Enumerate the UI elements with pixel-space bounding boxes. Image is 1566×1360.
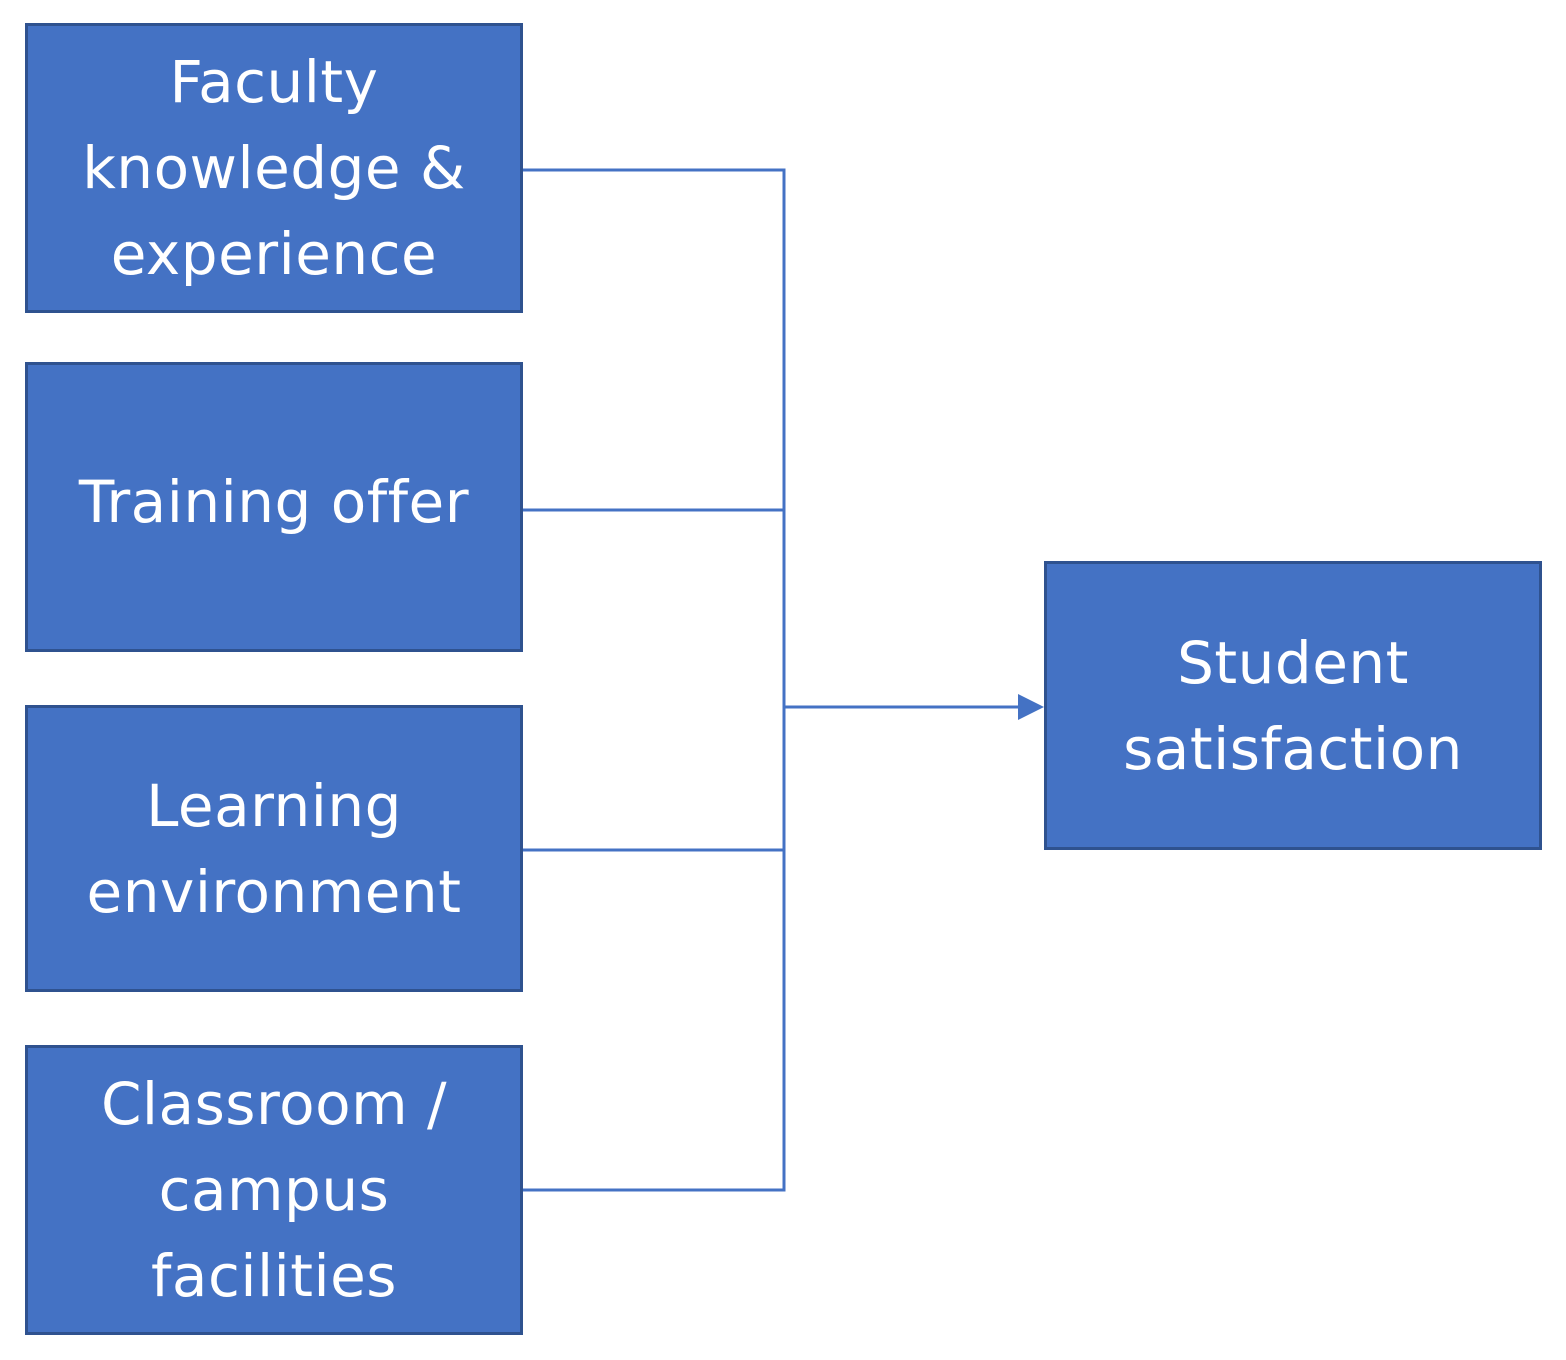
box-training-offer: Training offer bbox=[25, 362, 523, 652]
box-label-line: knowledge & bbox=[82, 134, 466, 202]
box-faculty-knowledge-experience: Faculty knowledge & experience bbox=[25, 23, 523, 313]
box-label-line: Student bbox=[1177, 628, 1409, 697]
box-learning-environment: Learning environment bbox=[25, 705, 523, 992]
box-classroom-campus-facilities: Classroom / campus facilities bbox=[25, 1045, 523, 1335]
box-label-line: Learning bbox=[146, 771, 402, 840]
arrowhead-icon bbox=[1018, 694, 1044, 720]
box-label-line: Training offer bbox=[78, 468, 470, 536]
box-label-line: Classroom / bbox=[100, 1070, 448, 1138]
box-label-line: experience bbox=[110, 220, 438, 288]
box-label-line: facilities bbox=[151, 1242, 397, 1310]
box-label-line: satisfaction bbox=[1123, 714, 1463, 783]
box-label-line: environment bbox=[86, 857, 462, 926]
box-student-satisfaction: Student satisfaction bbox=[1044, 561, 1542, 850]
box-label-line: Faculty bbox=[169, 48, 379, 116]
box-label-line: campus bbox=[158, 1156, 390, 1224]
